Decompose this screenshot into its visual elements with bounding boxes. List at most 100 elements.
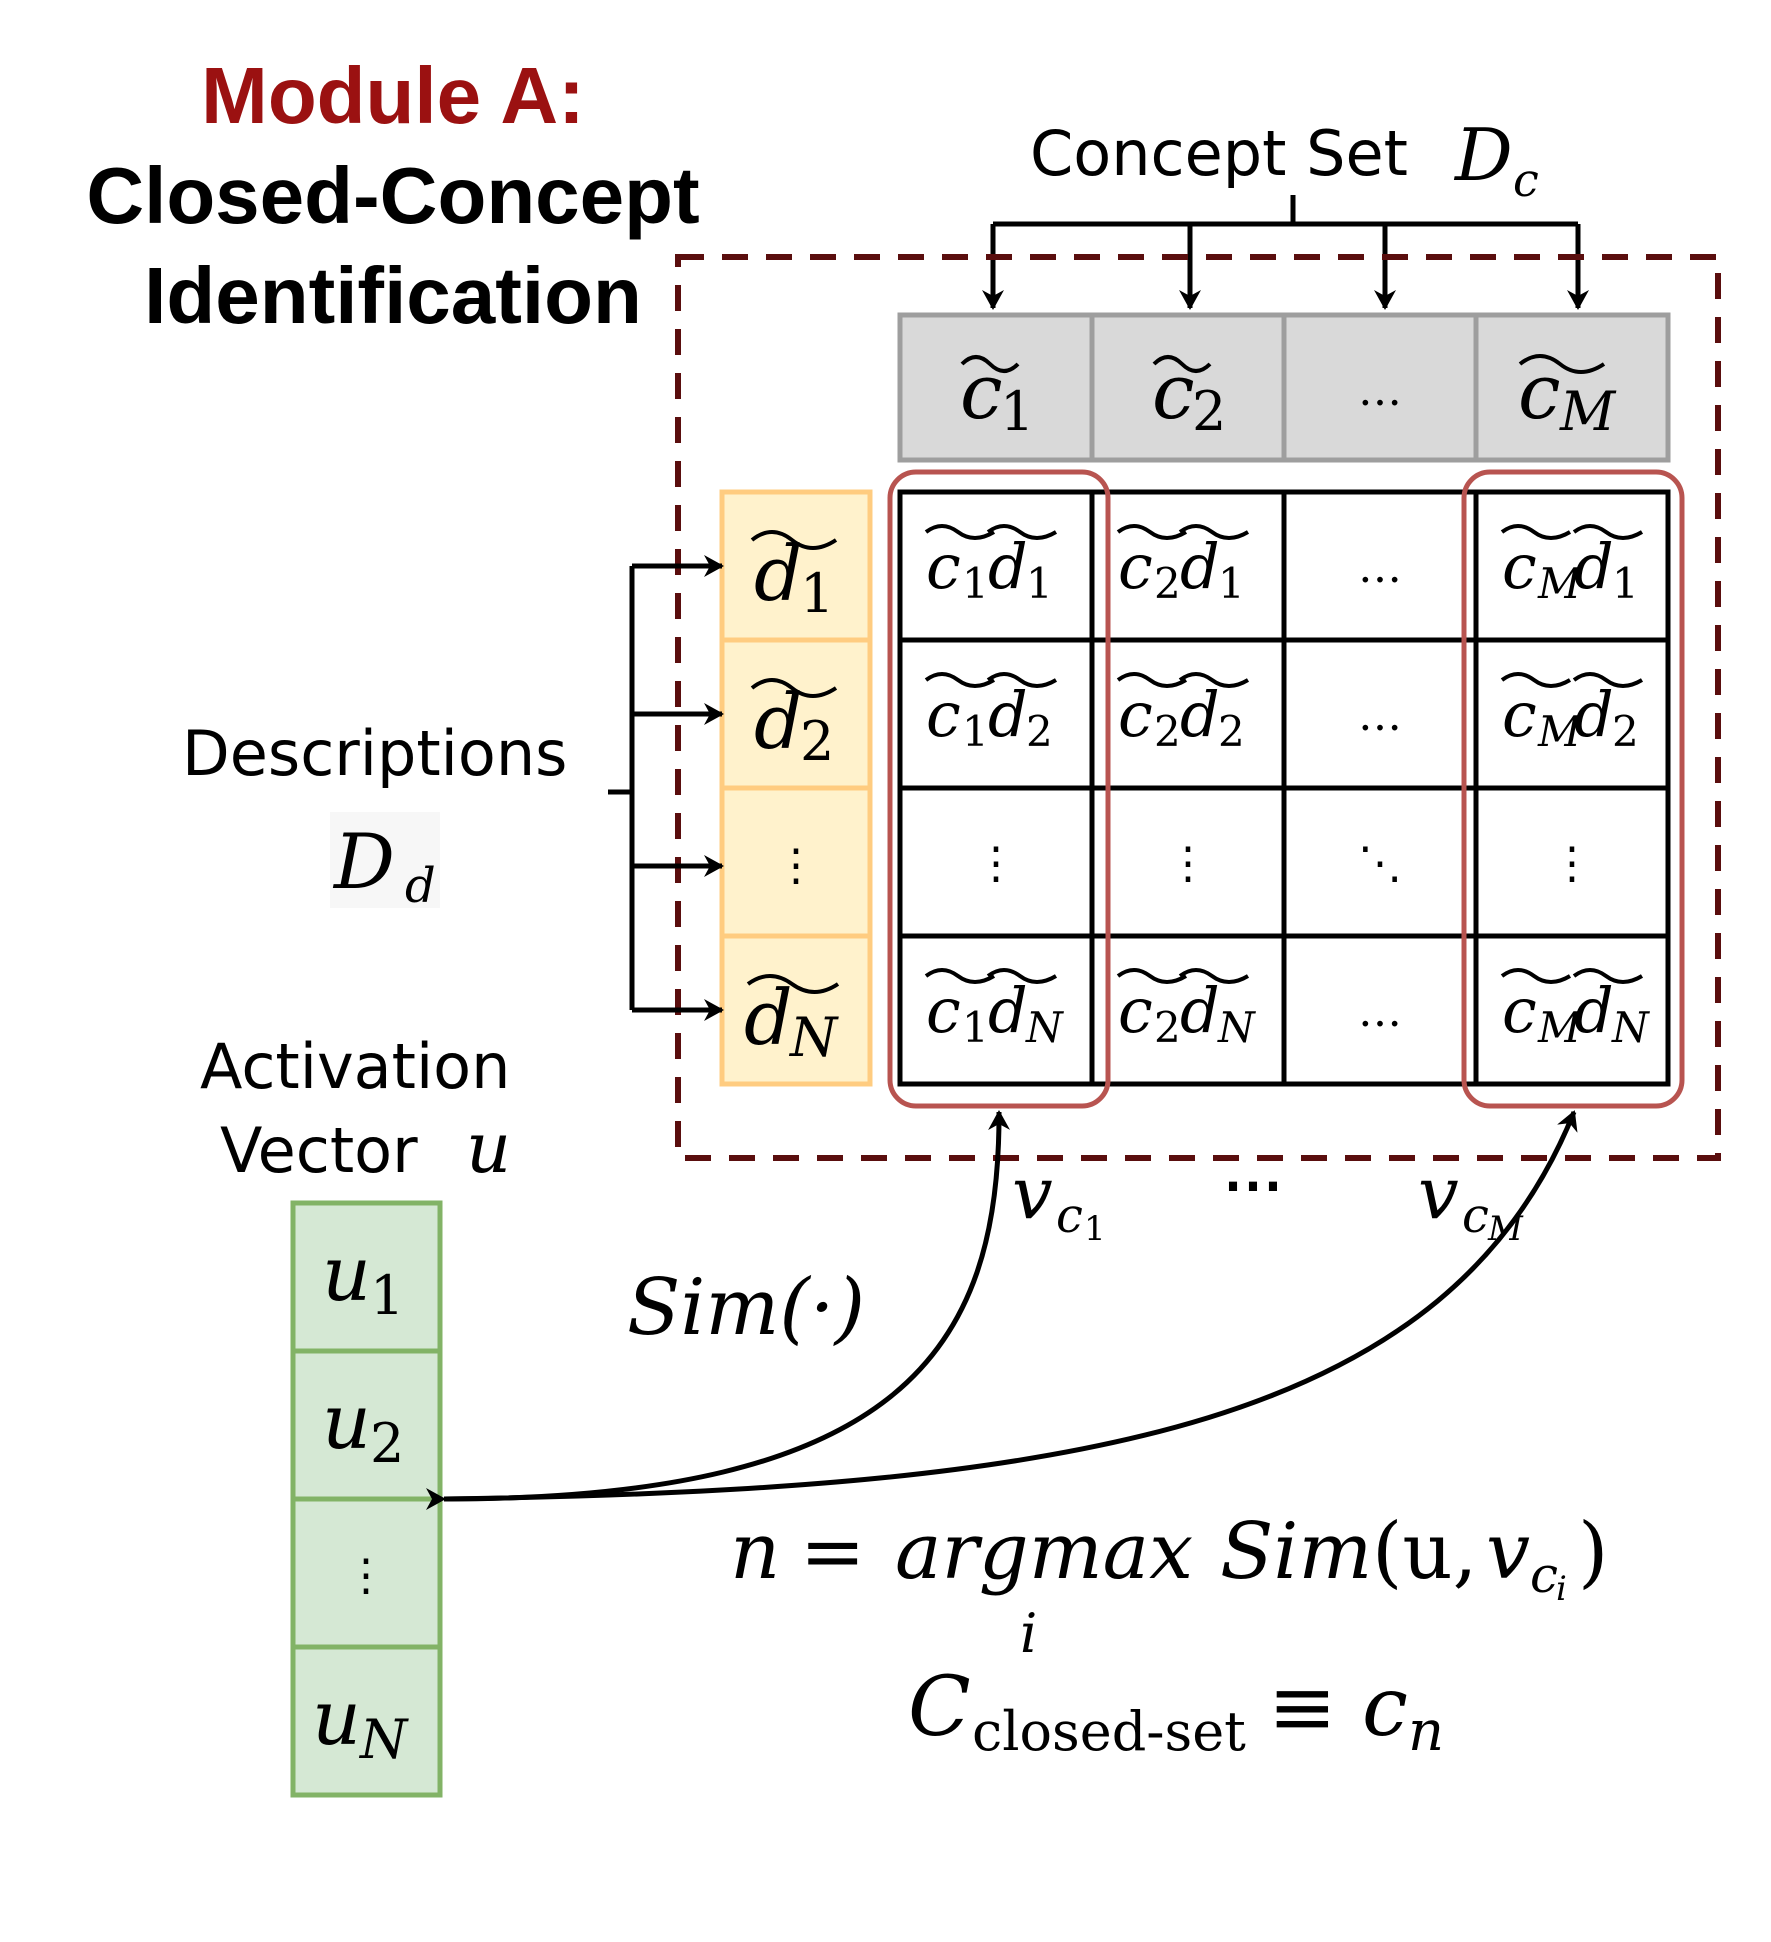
descriptions-text: Descriptions xyxy=(182,717,567,790)
u-label-vdots: ⋮ xyxy=(344,1550,388,1601)
matrix-cell-description-sub: 2 xyxy=(1612,707,1639,756)
matrix-cell-concept-sub: 1 xyxy=(962,1003,989,1052)
svg-text:d: d xyxy=(754,677,803,766)
svg-text:1: 1 xyxy=(1000,380,1034,443)
svg-text:1: 1 xyxy=(370,1264,404,1327)
u-label-n: u N xyxy=(312,1673,409,1771)
matrix-cell-description: d xyxy=(1180,678,1220,751)
matrix-cell-dots: … xyxy=(1358,986,1402,1037)
svg-text:2: 2 xyxy=(370,1412,404,1475)
matrix-cell-description: d xyxy=(988,678,1028,751)
svg-text:c: c xyxy=(1530,1546,1558,1604)
matrix-cell-dots: ⋮ xyxy=(974,838,1018,889)
concept-cell xyxy=(1473,312,1671,463)
svg-text:(u,: (u, xyxy=(1372,1507,1477,1597)
module-title: Module A: xyxy=(201,51,585,140)
activation-vector-label: Activation Vector u xyxy=(200,1030,511,1189)
svg-text:M: M xyxy=(1487,1209,1524,1249)
u-label-2: u 2 xyxy=(322,1377,404,1475)
matrix-cell-description-sub: N xyxy=(1025,1003,1064,1052)
similarity-matrix xyxy=(897,489,1671,1087)
description-label-2: d 2 xyxy=(750,677,838,773)
matrix-cell-concept-sub: 2 xyxy=(1154,559,1181,608)
v-label-c1: v c 1 xyxy=(1012,1151,1106,1249)
concept-label-ellipsis: … xyxy=(1358,365,1402,416)
matrix-cell-dots: … xyxy=(1358,690,1402,741)
descriptions-symbol: D xyxy=(332,817,395,906)
concept-label-1: c 1 xyxy=(960,347,1034,443)
svg-text:c: c xyxy=(1518,347,1561,436)
description-label-1: d 1 xyxy=(750,529,838,625)
concept-cell xyxy=(897,312,1095,463)
svg-text:N: N xyxy=(788,1006,839,1069)
svg-text:u: u xyxy=(312,1673,361,1762)
svg-text:): ) xyxy=(1578,1507,1608,1597)
svg-text:1: 1 xyxy=(1084,1209,1106,1249)
closed-set-formula: C closed-set ≡ c n xyxy=(908,1660,1444,1764)
description-cell xyxy=(719,489,873,643)
matrix-cell: ⋮ xyxy=(974,838,1018,889)
concept-set-bracket xyxy=(982,195,1589,310)
matrix-cell: … xyxy=(1358,986,1402,1037)
matrix-cell-concept: c xyxy=(1118,974,1153,1047)
svg-text:argmax: argmax xyxy=(895,1507,1193,1597)
matrix-cell-description: d xyxy=(1574,974,1614,1047)
matrix-cell-description: d xyxy=(1574,530,1614,603)
matrix-cell-concept-sub: M xyxy=(1537,707,1582,756)
v-label-cm: v c M xyxy=(1418,1151,1524,1249)
matrix-cell-dots: ⋱ xyxy=(1358,838,1402,889)
matrix-cell: … xyxy=(1358,690,1402,741)
matrix-cell: ⋮ xyxy=(1550,838,1594,889)
svg-text:i: i xyxy=(1020,1602,1037,1665)
svg-text:c: c xyxy=(1056,1188,1083,1244)
concept-label-m: c M xyxy=(1518,347,1617,443)
svg-text:c: c xyxy=(960,347,1003,436)
matrix-cell-description: d xyxy=(1180,530,1220,603)
svg-text:d: d xyxy=(744,973,793,1062)
svg-text:u: u xyxy=(322,1229,371,1318)
module-subtitle-line1: Closed-Concept xyxy=(86,151,699,240)
matrix-cell-description-sub: 1 xyxy=(1612,559,1639,608)
column-highlight-c1 xyxy=(887,469,1111,1109)
description-cell xyxy=(719,933,873,1087)
matrix-cell-description-sub: N xyxy=(1217,1003,1256,1052)
matrix-cell-description-sub: 1 xyxy=(1218,559,1245,608)
u-label-1: u 1 xyxy=(322,1229,404,1327)
matrix-cell-concept: c xyxy=(926,974,961,1047)
svg-text:M: M xyxy=(1559,380,1617,443)
matrix-cell-description-sub: N xyxy=(1611,1003,1650,1052)
matrix-cell-description: d xyxy=(988,530,1028,603)
module-subtitle-line2: Identification xyxy=(144,251,642,340)
matrix-cell-concept: c xyxy=(926,530,961,603)
sim-function-label: Sim(·) xyxy=(627,1263,865,1353)
argmax-formula: n = argmax i Sim (u, v c i ) xyxy=(730,1507,1608,1665)
matrix-cell-concept: c xyxy=(1118,530,1153,603)
concept-label-2: c 2 xyxy=(1152,347,1226,443)
u-cell xyxy=(290,1644,443,1798)
svg-text:i: i xyxy=(1556,1569,1567,1609)
svg-text:u: u xyxy=(322,1377,371,1466)
svg-text:C: C xyxy=(908,1660,971,1755)
svg-text:v: v xyxy=(1486,1507,1530,1597)
svg-text:v: v xyxy=(1418,1151,1459,1235)
matrix-cell-concept-sub: 2 xyxy=(1154,707,1181,756)
svg-text:2: 2 xyxy=(800,710,834,773)
matrix-cell-concept-sub: M xyxy=(1537,1003,1582,1052)
svg-text:c: c xyxy=(1152,347,1195,436)
matrix-cell-description-sub: 1 xyxy=(1026,559,1053,608)
svg-text:c: c xyxy=(1362,1660,1408,1755)
v-label-ellipsis: ⋯ xyxy=(1223,1150,1283,1220)
u-cell xyxy=(290,1348,443,1502)
matrix-cell-dots: … xyxy=(1358,542,1402,593)
similarity-arrows xyxy=(425,1110,1578,1511)
matrix-cell-concept: c xyxy=(1502,530,1537,603)
svg-text:n: n xyxy=(730,1507,780,1597)
column-highlight-cm xyxy=(1461,469,1685,1109)
